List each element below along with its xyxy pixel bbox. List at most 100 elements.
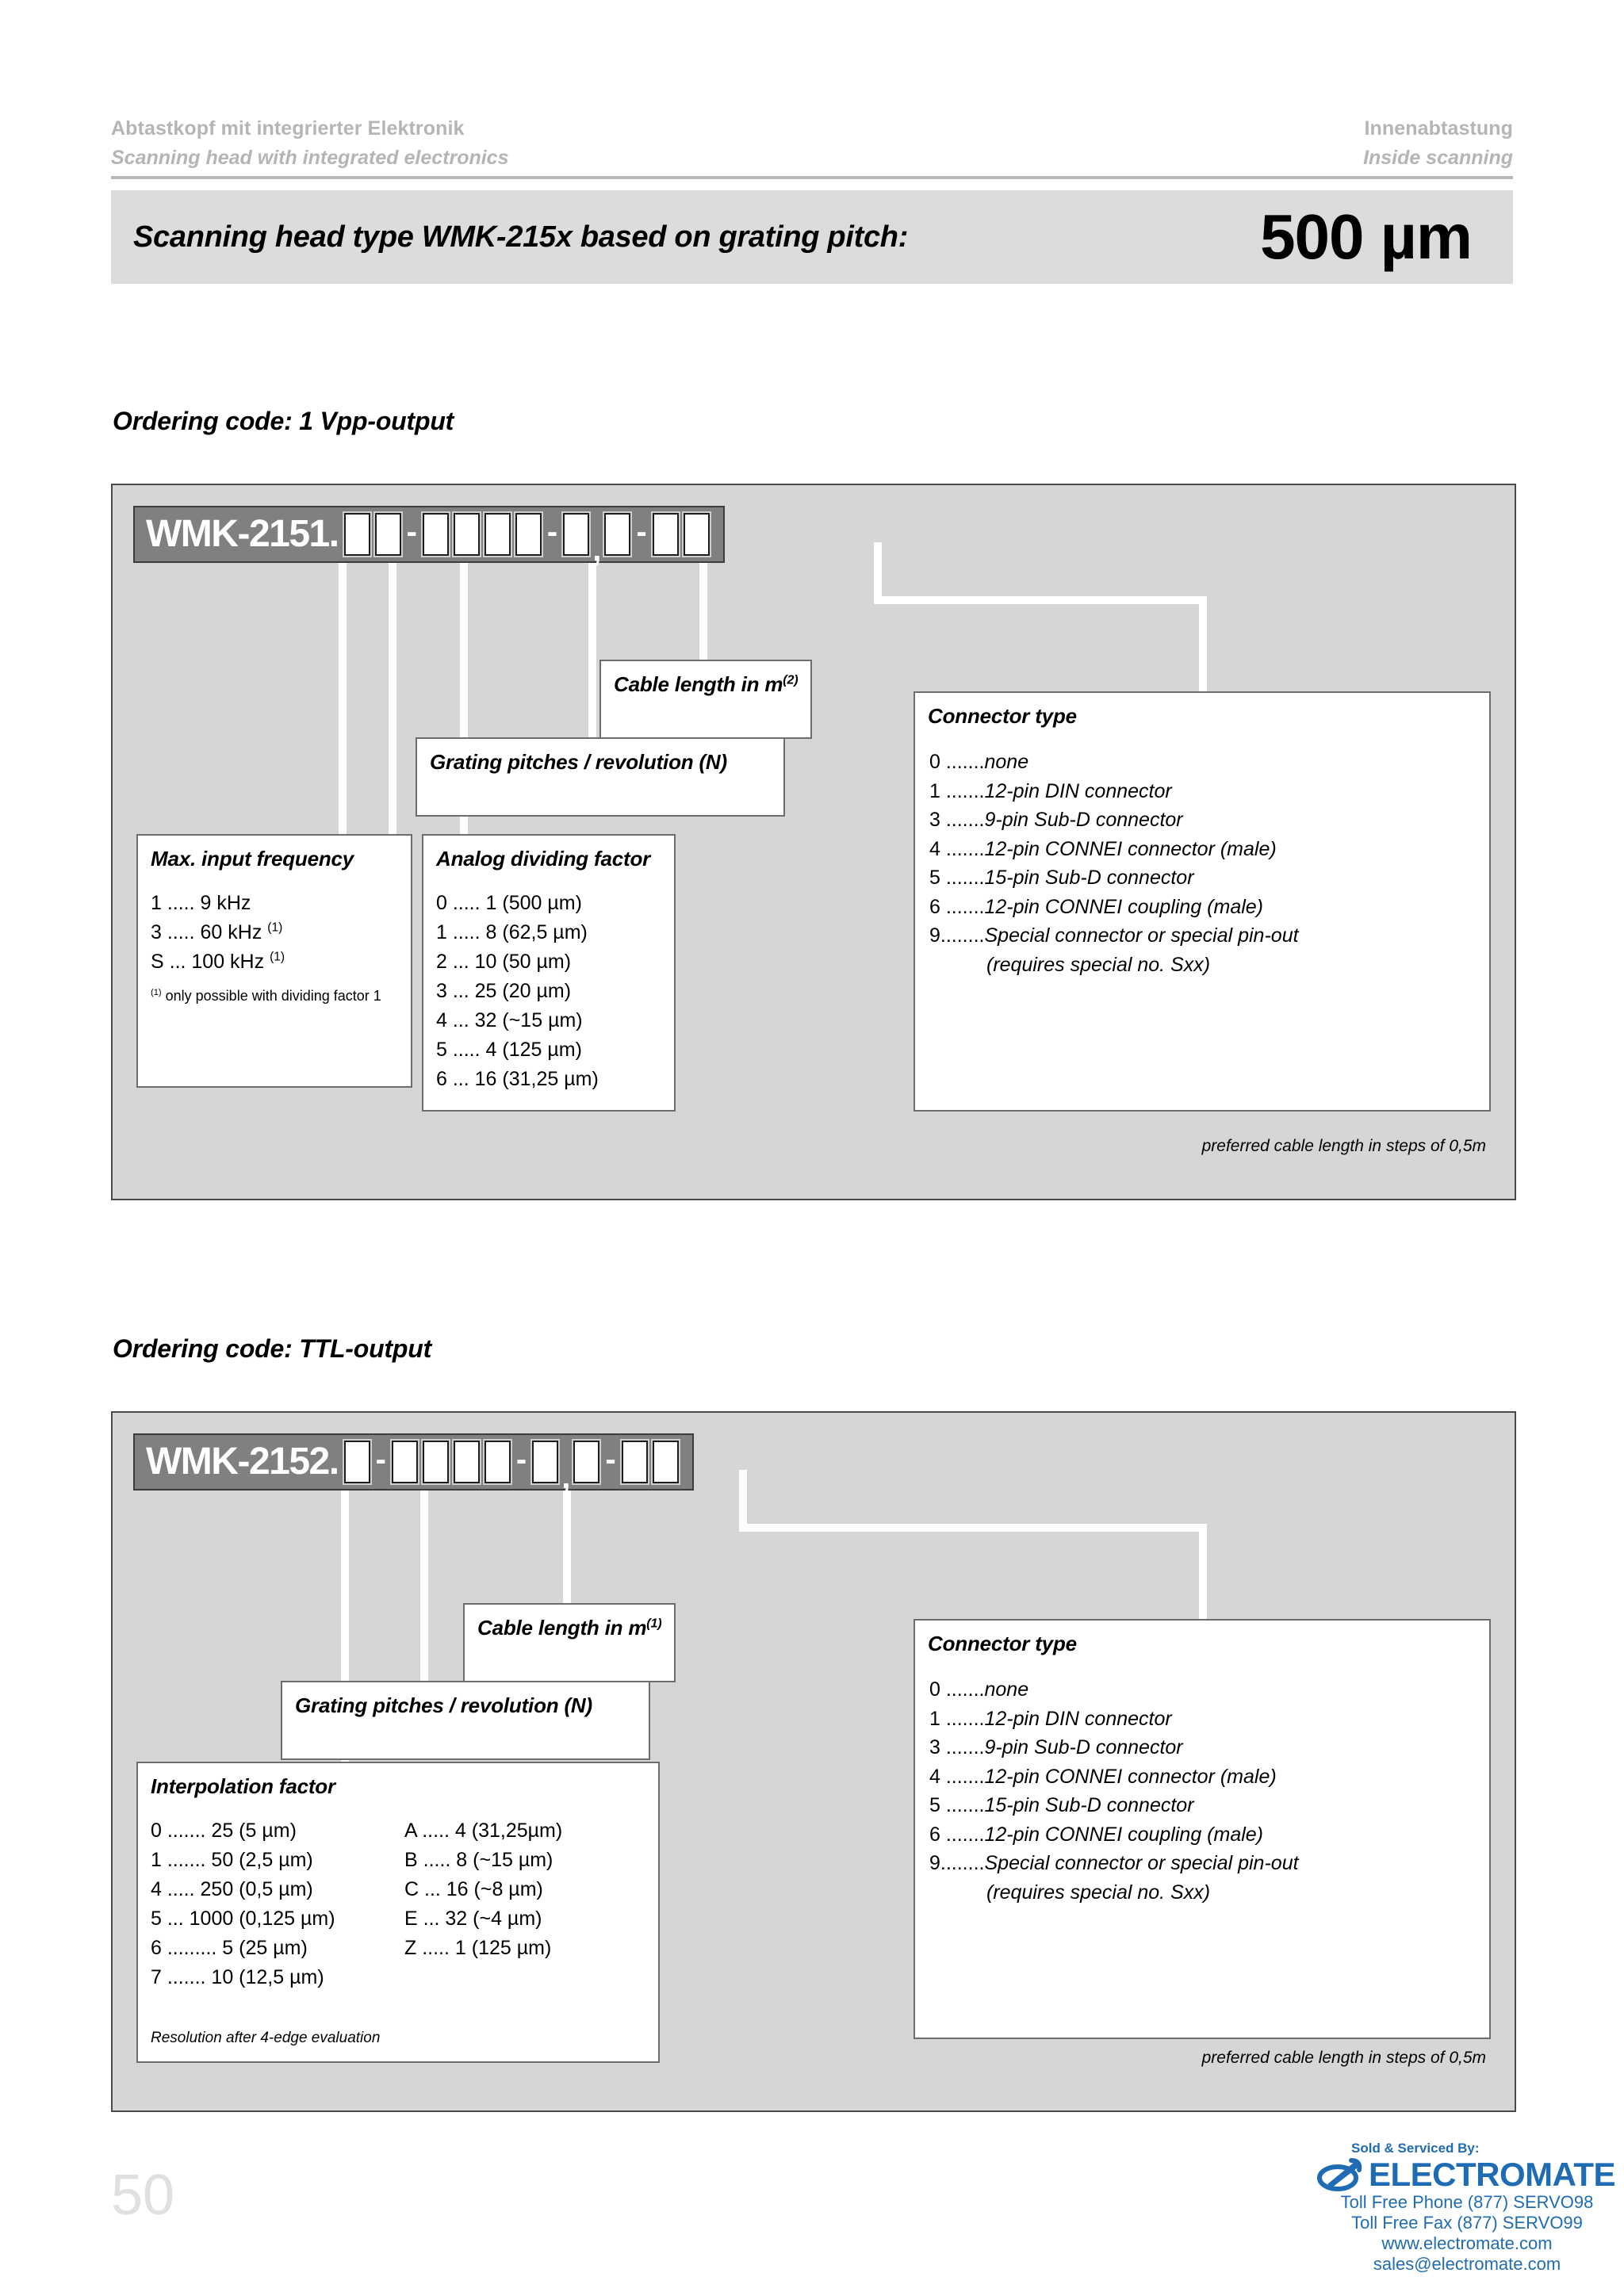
footer-phone: Toll Free Phone (877) SERVO98 [1340, 2192, 1594, 2212]
ordering-diagram-vpp: WMK-2151. - - , - Cable length in m(2) G… [111, 484, 1516, 1200]
code-slot[interactable] [515, 513, 542, 556]
footer-website-link[interactable]: www.electromate.com [1381, 2233, 1553, 2253]
leader-line-connector-ttl-h [739, 1524, 1207, 1532]
list-item: 0 .......none [929, 751, 1029, 773]
list-item-indent: (requires special no. Sxx) [986, 1881, 1211, 1904]
code-separator-comma: , [561, 1460, 571, 1495]
list-item: 1 ..... 8 (62,5 µm) [436, 921, 588, 943]
callout-heading: Cable length in m(1) [477, 1616, 662, 1640]
runhead-left-de: Abtastkopf mit integrierter Elektronik [111, 117, 465, 140]
callout-grating-pitches-vpp: Grating pitches / revolution (N) [416, 737, 785, 817]
list-item: 3 .......9-pin Sub-D connector [929, 1736, 1183, 1758]
callout-connector-type-vpp: Connector type 0 .......none 1 .......12… [914, 691, 1491, 1112]
sold-serviced-by-label: Sold & Serviced By: [1351, 2141, 1480, 2156]
code-slot[interactable] [374, 513, 401, 556]
code-slot[interactable] [453, 513, 480, 556]
callout-heading: Grating pitches / revolution (N) [430, 750, 727, 774]
grating-pitch-value: 500 µm [1260, 201, 1473, 272]
list-item: 6 ......... 5 (25 µm) [151, 1937, 308, 1959]
list-item: C ... 16 (~8 µm) [404, 1878, 543, 1900]
code-slot[interactable] [484, 513, 511, 556]
list-item: 0 .......none [929, 1678, 1029, 1701]
list-item-indent: (requires special no. Sxx) [986, 953, 1211, 976]
code-slot[interactable] [422, 1441, 449, 1483]
title-band: Scanning head type WMK-215x based on gra… [111, 190, 1513, 284]
callout-max-input-frequency: Max. input frequency 1 ..... 9 kHz 3 ...… [136, 834, 412, 1088]
callout-heading: Max. input frequency [151, 847, 354, 871]
ordering-diagram-ttl: WMK-2152. - - , - Cable length in m(1) G… [111, 1411, 1516, 2112]
list-item: 4 .......12-pin CONNEI connector (male) [929, 1765, 1277, 1788]
code-slot[interactable] [563, 513, 590, 556]
code-separator-dash: - [605, 1442, 616, 1477]
running-head: Abtastkopf mit integrierter Elektronik I… [111, 117, 1513, 170]
leader-line-max-freq [339, 542, 347, 923]
leader-line-connector-v2 [1199, 596, 1207, 696]
preferred-cable-note-ttl: preferred cable length in steps of 0,5m [1201, 2049, 1486, 2067]
code-slot[interactable] [422, 513, 449, 556]
list-item: 1 ....... 50 (2,5 µm) [151, 1849, 313, 1871]
code-slot[interactable] [391, 1441, 418, 1483]
electromate-logo-icon [1316, 2157, 1365, 2192]
footer-email-link[interactable]: sales@electromate.com [1373, 2253, 1561, 2274]
code-separator-dash: - [375, 1442, 386, 1477]
list-item: 5 ... 1000 (0,125 µm) [151, 1908, 335, 1930]
interpolation-column-right: A ..... 4 (31,25µm) B ..... 8 (~15 µm) C… [404, 1816, 562, 1992]
leader-line-interpolation [341, 1470, 349, 1779]
max-input-frequency-list: 1 ..... 9 kHz 3 ..... 60 kHz (1) S ... 1… [138, 871, 411, 977]
ordering-code-bar-ttl[interactable]: WMK-2152. - - , - [133, 1433, 694, 1494]
code-separator-comma: , [592, 533, 602, 568]
leader-line-connector-v1 [874, 542, 882, 604]
preferred-cable-note-vpp: preferred cable length in steps of 0,5m [1201, 1137, 1486, 1155]
callout-heading: Connector type [928, 1632, 1077, 1655]
max-input-frequency-footnote: (1) only possible with dividing factor 1 [151, 988, 381, 1004]
code-slot[interactable] [604, 513, 631, 556]
callout-interpolation-factor: Interpolation factor 0 ....... 25 (5 µm)… [136, 1762, 660, 2063]
leader-line-cable [699, 542, 707, 677]
list-item: 0 ..... 1 (500 µm) [436, 892, 582, 914]
code-slot[interactable] [652, 1441, 679, 1483]
code-slot[interactable] [573, 1441, 600, 1483]
list-item: 6 .......12-pin CONNEI coupling (male) [929, 1823, 1264, 1846]
leader-line-dividing-factor-2 [460, 542, 468, 923]
callout-heading: Connector type [928, 704, 1077, 728]
code-separator-dash: - [546, 515, 558, 549]
code-slot[interactable] [484, 1441, 511, 1483]
callout-cable-length-ttl: Cable length in m(1) [463, 1603, 676, 1682]
callout-heading: Cable length in m(2) [614, 672, 799, 696]
code-slot[interactable] [652, 513, 679, 556]
list-item: 4 .......12-pin CONNEI connector (male) [929, 837, 1277, 860]
connector-type-list: 0 .......none 1 .......12-pin DIN connec… [915, 729, 1489, 979]
code-slot[interactable] [683, 513, 710, 556]
code-slot[interactable] [621, 1441, 648, 1483]
list-item: 4 ..... 250 (0,5 µm) [151, 1878, 313, 1900]
code-slot[interactable] [343, 1441, 370, 1483]
leader-line-dividing-factor [389, 542, 396, 923]
ordering-code-bar-vpp[interactable]: WMK-2151. - - , - [133, 506, 725, 568]
list-item: 9........Special connector or special pi… [929, 1852, 1299, 1874]
list-item: S ... 100 kHz (1) [151, 950, 285, 973]
page-number: 50 [111, 2164, 175, 2227]
leader-line-connector-h [874, 596, 1207, 604]
connector-type-list: 0 .......none 1 .......12-pin DIN connec… [915, 1656, 1489, 1907]
leader-line-connector-ttl-v1 [739, 1470, 747, 1532]
interpolation-column-left: 0 ....... 25 (5 µm) 1 ....... 50 (2,5 µm… [151, 1816, 404, 1992]
code-slot[interactable] [343, 513, 370, 556]
analog-dividing-factor-list: 0 ..... 1 (500 µm) 1 ..... 8 (62,5 µm) 2… [423, 871, 674, 1094]
page-title: Scanning head type WMK-215x based on gra… [133, 220, 909, 254]
list-item: 3 ... 25 (20 µm) [436, 980, 572, 1002]
interpolation-factor-footnote: Resolution after 4-edge evaluation [151, 2030, 381, 2046]
footer-fax: Toll Free Fax (877) SERVO99 [1351, 2212, 1583, 2233]
code-slot[interactable] [532, 1441, 559, 1483]
list-item: B ..... 8 (~15 µm) [404, 1849, 553, 1871]
runhead-right-de: Innenabtastung [1364, 117, 1513, 140]
leader-line-grating [588, 542, 596, 740]
callout-heading: Grating pitches / revolution (N) [295, 1693, 592, 1717]
code-slot[interactable] [453, 1441, 480, 1483]
list-item: 0 ....... 25 (5 µm) [151, 1820, 297, 1842]
callout-grating-pitches-ttl: Grating pitches / revolution (N) [281, 1681, 650, 1760]
list-item: 5 .......15-pin Sub-D connector [929, 1794, 1194, 1816]
list-item: 4 ... 32 (~15 µm) [436, 1009, 583, 1031]
callout-cable-length-vpp: Cable length in m(2) [599, 660, 812, 739]
code-separator-dash: - [406, 515, 417, 549]
list-item: 3 .......9-pin Sub-D connector [929, 809, 1183, 831]
